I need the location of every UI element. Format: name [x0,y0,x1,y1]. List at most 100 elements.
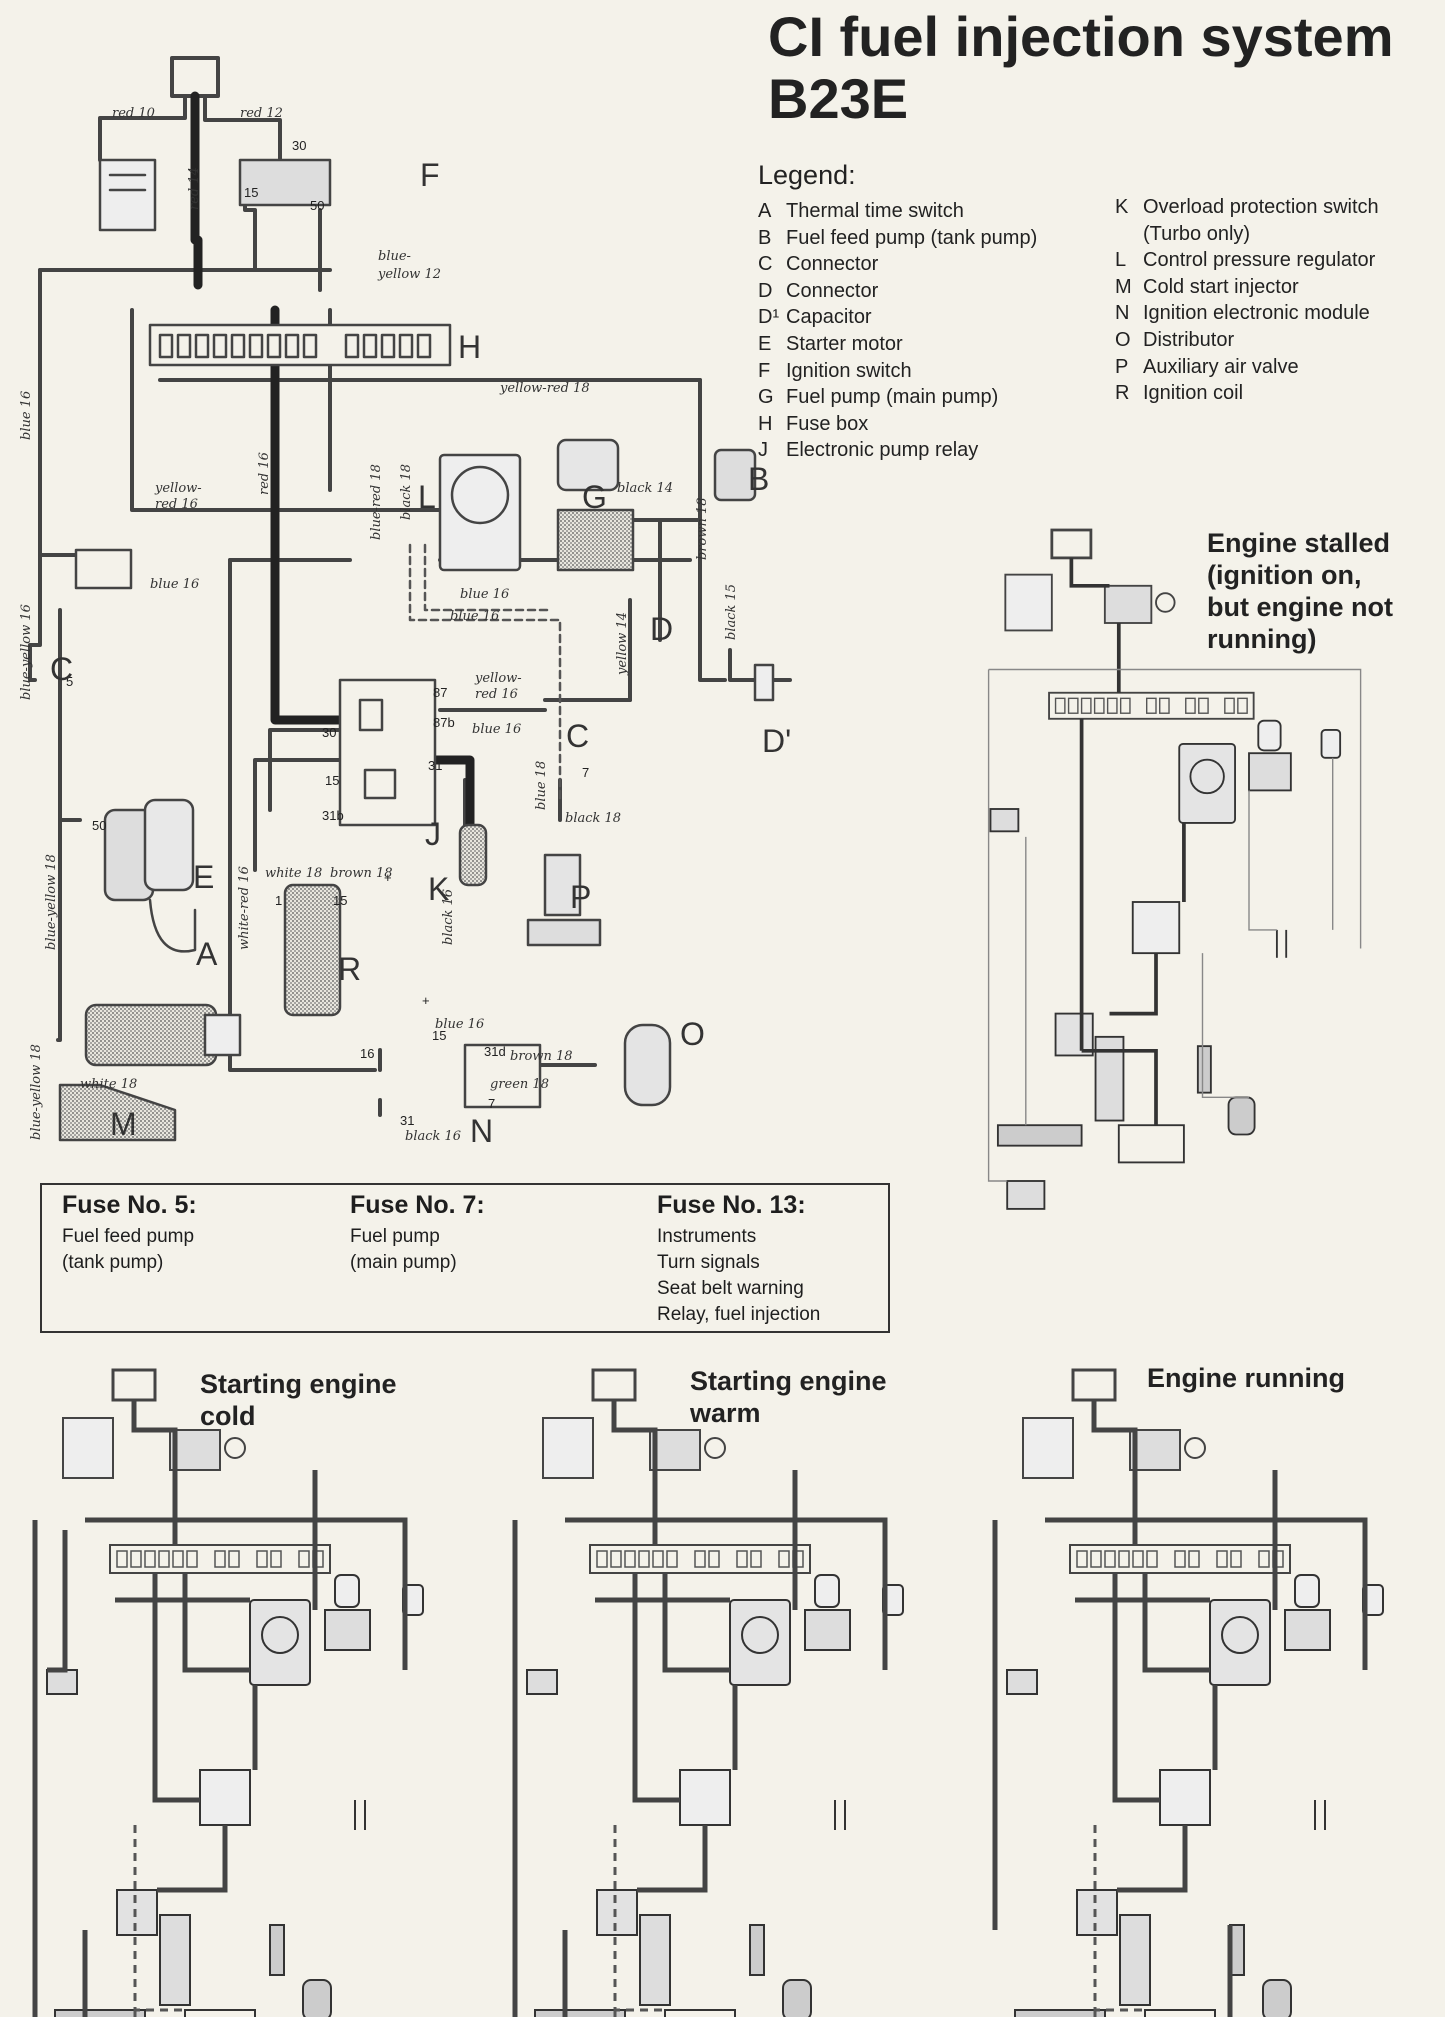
pin-label: 30 [292,138,306,153]
wire-label: brown 18 [510,1049,573,1064]
wire-label: black 14 [617,481,673,496]
main-wiring-diagram: red 10 red 12 red 14 blue- yellow 12 yel… [19,56,792,1149]
component-label-H: H [458,329,481,365]
pin-labels: 30 15 50 87 87b 30 15 31 31b 5 7 50 1 15… [66,138,589,1128]
wire-label: yellow 12 [377,267,441,282]
wire-label: blue-yellow 18 [29,1044,44,1140]
pin-label: 31b [322,808,344,823]
wire-label: red 10 [112,106,155,121]
wire-label: red 12 [240,106,283,121]
component-label-E: E [193,859,214,895]
title-line-1: CI fuel injection system [768,5,1394,68]
component-label-C: C [566,718,589,754]
wire-labels: red 10 red 12 red 14 blue- yellow 12 yel… [19,106,739,1144]
component-label-F: F [420,157,440,193]
wire-label: yellow- [474,671,522,686]
component-label-O: O [680,1016,705,1052]
wire-label: black 18 [399,464,414,520]
fuse-7: Fuse No. 7: Fuel pump (main pump) [350,1191,485,1273]
component-label-N: N [470,1113,493,1149]
wire-label: blue 16 [150,577,199,592]
component-label-P: P [570,879,591,915]
wire-label: black 16 [405,1129,461,1144]
title-line-2: B23E [768,67,909,130]
wire-label: blue 16 [460,587,509,602]
pin-label: 5 [66,674,73,689]
wire-label: yellow 14 [615,612,630,676]
pin-label: 31 [400,1113,414,1128]
panel-title-starting-cold: Starting engine cold [200,1369,397,1431]
wire-label: black 16 [441,889,456,945]
wire-label: green 18 [490,1077,549,1092]
wire-label: blue 18 [534,761,549,810]
panel-title-starting-warm: Starting engine warm [690,1366,887,1428]
component-label-B: B [748,461,769,497]
wire-label: blue 16 [435,1017,484,1032]
pin-label: 87b [433,715,455,730]
pin-label: + [422,993,430,1008]
component-label-M: M [110,1106,137,1142]
wire-label: red 16 [155,497,198,512]
pin-label: 16 [360,1046,374,1061]
component-label-A: A [196,936,218,972]
pin-label: 15 [432,1028,446,1043]
pin-label: 87 [433,685,447,700]
wire-label: black 18 [565,811,621,826]
pin-label: 15 [325,773,339,788]
wire-label: yellow-red 18 [499,381,590,396]
wire-label: black 15 [724,584,739,640]
fuse-13: Fuse No. 13: Instruments Turn signals Se… [657,1191,821,1325]
diagram-starting-engine-warm [512,1368,905,2017]
component-label-D: D [650,611,673,647]
wire-label: white-red 16 [237,866,252,950]
diagram-engine-running [992,1368,1385,2017]
wire-label: blue-yellow 16 [19,604,34,700]
diagram-starting-engine-cold [32,1368,425,2017]
wire-label: red 14 [187,167,202,210]
wire-label: brown 18 [330,866,393,881]
pin-label: 7 [488,1096,495,1111]
legend-item-continuation: (Turbo only) [1143,222,1251,245]
wire-label: blue-red 18 [369,464,384,540]
component-label-D1: D' [762,723,791,759]
wire-label: blue 16 [450,609,499,624]
pin-label: 50 [92,818,106,833]
wire-label: brown 18 [695,497,710,560]
component-label-G: G [582,479,607,515]
pin-label: 31 [428,758,442,773]
diagram-engine-stalled [987,528,1362,1211]
wire-label: red 16 [257,452,272,495]
page-title: CI fuel injection system B23E [768,6,1394,130]
pin-label: + [384,870,392,885]
wire-label: blue- [378,249,411,264]
panel-title-engine-running: Engine running [1147,1363,1345,1393]
pin-label: 7 [582,765,589,780]
panel-title-engine-stalled: Engine stalled (ignition on, but engine … [1207,528,1393,654]
wire-label: white 18 [80,1077,137,1092]
pin-label: 50 [310,198,324,213]
wire-label: red 16 [475,687,518,702]
component-letters: F H L G B D D' C C J K P E R A O N M [50,157,791,1149]
wire-label: blue-yellow 18 [44,854,59,950]
pin-label: 31d [484,1044,506,1059]
fuse-info-box: Fuse No. 5: Fuel feed pump (tank pump) F… [40,1183,890,1333]
pin-label: 15 [244,185,258,200]
